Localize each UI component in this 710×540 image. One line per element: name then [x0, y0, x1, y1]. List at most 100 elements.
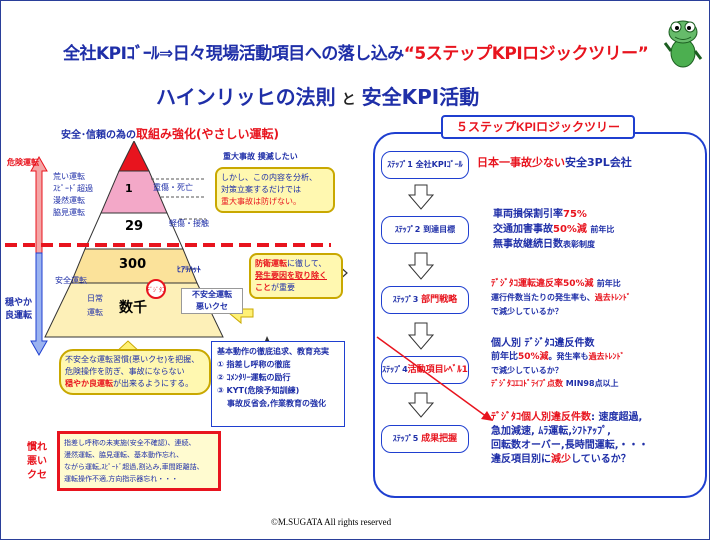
step-5-line-2: 急加減速, ﾑﾗ運転,ｼﾌﾄｱｯﾌﾟ, — [491, 426, 611, 437]
safe-down-arrow — [30, 252, 48, 357]
habit-line-1: 不安全な運転習慣(悪いクセ)を把握、 — [65, 355, 200, 364]
danger-item-rough: 荒い運転 — [53, 172, 85, 181]
svg-text:ﾃﾞｼﾞﾀｺ: ﾃﾞｼﾞﾀｺ — [147, 287, 165, 294]
step-3-line-1c: 前年比 — [596, 279, 621, 288]
step-5-label-a: ｽﾃｯﾌﾟ5 — [392, 434, 419, 443]
accident-line-2: 対策立案するだけでは — [221, 185, 301, 194]
habit-side-label: 慣れ 悪い クセ — [27, 441, 47, 483]
label-minor: 軽傷・接触 — [169, 219, 209, 228]
step-5-line-1a: ﾃﾞｼﾞﾀｺ個人別違反件数 — [491, 412, 591, 423]
accident-line-1: しかし、この内容を分析、 — [221, 173, 317, 182]
step-3-label-a: ｽﾃｯﾌﾟ3 — [392, 295, 419, 304]
prevent-important: が重要 — [271, 283, 295, 292]
basic-action-box: 基本動作の徹底追求、教育充実 ① 指差し呼称の徹底 ② ｺﾒﾝﾀﾘｰ運転の励行 … — [211, 341, 345, 427]
step-3-line-3: で減少しているか？ — [491, 307, 563, 316]
habit-list-item-4: 運転操作不適,方向指示器忘れ・・・ — [64, 475, 179, 483]
heinrich-pyramid-diagram: ﾃﾞｼﾞﾀｺ — [5, 141, 348, 388]
habit-calm: 穏やか良運転 — [65, 379, 113, 388]
prevent-remove-causes: 発生要因を取り除く — [255, 271, 327, 280]
danger-item-speeding: ｽﾋﾟｰﾄﾞ超過 — [53, 184, 93, 193]
accident-box-title: 重大事故 撲滅したい — [223, 152, 298, 161]
basic-item-commentary: ② ｺﾒﾝﾀﾘｰ運転の励行 — [217, 373, 291, 382]
step-1-label: ｽﾃｯﾌﾟ1 全社KPIｺﾞｰﾙ — [387, 160, 463, 169]
step-2-line-3-suffix: 表彰制度 — [563, 240, 595, 249]
daily-label-b: 運転 — [87, 308, 103, 317]
calm-label-b: 良運転 — [5, 311, 33, 321]
unsafe-driving-box: 不安全運転 悪いクセ — [181, 288, 243, 314]
step-5-line-4c: しているか？ — [571, 454, 631, 465]
title-line-1-highlight: “5ステップKPIロジックツリー” — [403, 44, 649, 64]
pyramid-label-thousands: 数千 — [119, 300, 147, 316]
step-4-line-1: 個人別 ﾃﾞｼﾞﾀｺ違反件数 — [491, 338, 595, 349]
copyright-notice: ©M.SUGATA All rights reserved — [271, 517, 392, 527]
step-2-label: ｽﾃｯﾌﾟ2 到達目標 — [394, 225, 456, 234]
step-2-line-1-value: 75% — [563, 209, 587, 220]
habit-list-item-2: 漫然運転、脇見運転、基本動作忘れ、 — [64, 451, 184, 459]
unsafe-driving-label: 不安全運転 — [192, 290, 232, 299]
accident-box: しかし、この内容を分析、 対策立案するだけでは 重大事故は防げない。 — [215, 167, 335, 213]
danger-item-distracted: 脇見運転 — [53, 208, 85, 217]
step-4-line-2d: 過去ﾄﾚﾝﾄﾞ — [588, 352, 625, 361]
step-1-box: ｽﾃｯﾌﾟ1 全社KPIｺﾞｰﾙ — [381, 151, 469, 179]
step-2-box: ｽﾃｯﾌﾟ2 到達目標 — [381, 216, 469, 244]
subtitle-highlight: 取組み強化(やさしい運転) — [136, 127, 279, 141]
habit-line-3: が出来るようにする。 — [113, 379, 194, 388]
habit-side-b: 悪い — [27, 456, 47, 467]
step-2-text: 車両損保割引率75% 交通加害事故50%減 前年比 無事故継続日数表彰制度 — [493, 207, 614, 252]
down-arrow-2 — [407, 252, 435, 280]
label-near-miss: ﾋｱﾘﾊｯﾄ — [177, 265, 201, 274]
step-4-line-2a: 前年比 — [491, 352, 519, 362]
danger-up-arrow — [30, 155, 48, 254]
step-1-text: 日本一事故少ない安全3PL会社 — [477, 156, 632, 170]
step-4-text: 個人別 ﾃﾞｼﾞﾀｺ違反件数 前年比50%減。発生率も過去ﾄﾚﾝﾄﾞ で減少して… — [491, 337, 625, 390]
step-4-line-3: で減少しているか？ — [491, 366, 563, 375]
danger-driving-label: 危険運転 — [7, 158, 39, 167]
basic-item-kyt: ③ KYT(危険予知訓練) — [217, 386, 300, 395]
label-serious: 重傷・死亡 — [153, 183, 193, 192]
title-line-1-text: 全社KPIｺﾞｰﾙ⇒日々現場活動項目への落し込み — [63, 44, 404, 64]
safe-driving-label: 安全運転 — [55, 276, 87, 285]
stamp-icon — [146, 279, 166, 299]
prevent-thorough: に徹して、 — [287, 259, 327, 268]
basic-box-title: 基本動作の徹底追求、教育充実 — [217, 347, 329, 356]
safety-kpi-text: 安全KPI活動 — [361, 85, 480, 109]
step-5-line-4b: 減少 — [551, 454, 571, 465]
step-2-line-3: 無事故継続日数 — [493, 239, 563, 250]
step-5-label-b: 成果把握 — [421, 434, 458, 444]
frog-mascot-icon — [663, 20, 703, 68]
step-5-text: ﾃﾞｼﾞﾀｺ個人別違反件数: 速度超過, 急加減速, ﾑﾗ運転,ｼﾌﾄｱｯﾌﾟ,… — [491, 411, 649, 467]
step-2-line-2-suffix: 前年比 — [590, 225, 615, 234]
habit-list-item-1: 指差し呼称の未実施(安全不確認)、連続、 — [64, 439, 196, 447]
step-5-line-3: 回転数オーバー,長時間運転,・・・ — [491, 440, 649, 451]
step-3-text: ﾃﾞｼﾞﾀｺ運転違反率50%減 前年比 運行件数当たりの発生率も、過去ﾄﾚﾝﾄﾞ… — [491, 277, 631, 319]
daily-label-a: 日常 — [87, 294, 103, 303]
basic-item-pointing: ① 指差し呼称の徹底 — [217, 360, 291, 369]
habit-list-item-3: ながら運転,ｽﾋﾟｰﾄﾞ超過,割込み,車間距離詰、 — [64, 463, 204, 471]
step-1-goal-red: 日本一事故少ない — [477, 156, 565, 169]
habit-line-2: 危険操作を防ぎ、事故にならない — [65, 367, 185, 376]
step-down-arrows — [407, 184, 435, 418]
step-3-line-2a: 運行件数当たりの発生率も、 — [491, 293, 595, 302]
basic-item-review: 事故反省会,作業教育の強化 — [227, 399, 327, 408]
down-arrow-3 — [407, 322, 435, 350]
step-3-line-2b: 過去ﾄﾚﾝﾄﾞ — [594, 293, 631, 302]
title-line-2: ハインリッヒの法則と安全KPI活動 — [156, 81, 479, 110]
pyramid-label-300: 300 — [119, 257, 147, 272]
prevent-defensive: 防衛運転 — [255, 259, 287, 268]
step-1-goal: 安全3PL会社 — [565, 156, 632, 169]
step-3-box: ｽﾃｯﾌﾟ3 部門戦略 — [381, 286, 469, 314]
step-5-line-4a: 違反項目別に — [491, 454, 551, 465]
step-4-line-4b: MIN98点以上 — [565, 379, 619, 388]
step-2-line-1: 車両損保割引率 — [493, 209, 563, 220]
title-connector: と — [341, 92, 356, 108]
calm-driving-label: 穏やか 良運転 — [5, 297, 32, 323]
step-4-label-b: 活動項目ﾚﾍﾞﾙ1 — [407, 365, 468, 375]
step-3-line-1a: ﾃﾞｼﾞﾀｺ運転違反率 — [491, 279, 564, 289]
logic-tree-title: ５ステップKPIロジックツリー — [441, 115, 635, 139]
pyramid-label-1: 1 — [125, 182, 133, 195]
danger-list: 荒い運転 ｽﾋﾟｰﾄﾞ超過 漫然運転 脇見運転 — [53, 171, 93, 219]
habit-box: 不安全な運転習慣(悪いクセ)を把握、 危険操作を防ぎ、事故にならない 穏やか良運… — [59, 349, 211, 395]
prevent-box: 防衛運転に徹して、 発生要因を取り除く ことが重要 — [249, 253, 343, 299]
prevent-thing: こと — [255, 283, 271, 292]
step-4-line-4a: ﾃﾞｼﾞﾀｺｴｺﾄﾞﾗｲﾌﾞ点数 — [491, 379, 563, 388]
